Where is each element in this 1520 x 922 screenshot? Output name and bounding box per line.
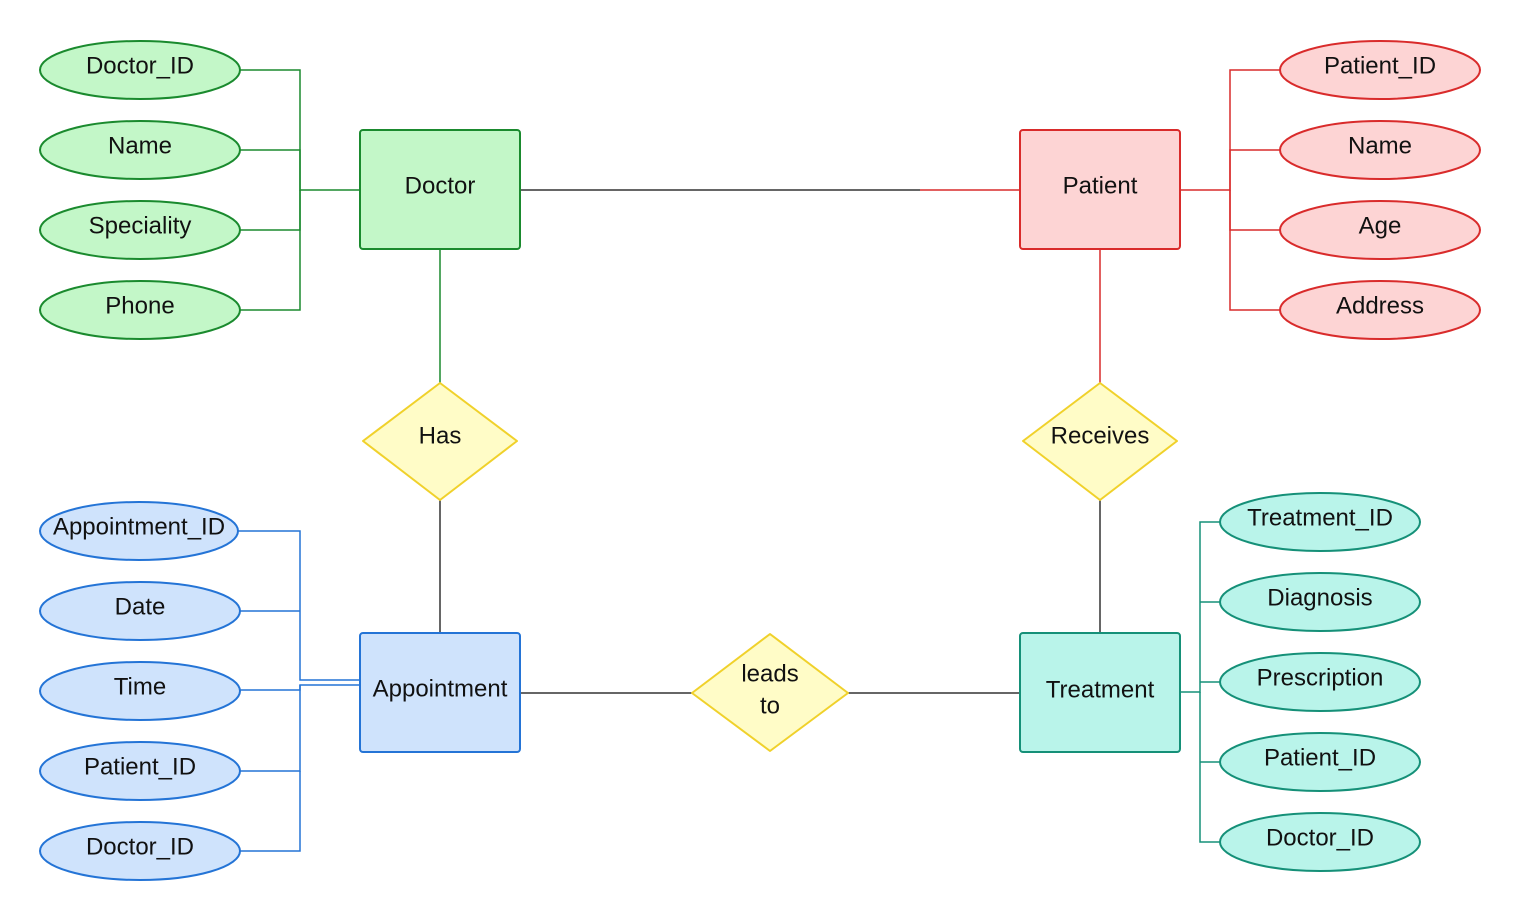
leads-to-relationship: leads to — [691, 633, 849, 752]
patient-attribute-label: Patient_ID — [1324, 52, 1436, 79]
patient-attribute-connector — [1180, 69, 1280, 191]
patient-attribute-ellipse — [1279, 200, 1481, 260]
treatment-attribute-ellipse — [1219, 492, 1421, 552]
appointment-attribute-ellipse — [39, 741, 241, 801]
patient-attribute-connector — [1229, 190, 1280, 311]
treatment-attribute-connector — [1199, 692, 1220, 843]
doctor-attribute-ellipse — [39, 40, 241, 100]
leads-to-relationship-label-line1: leads — [741, 660, 798, 687]
patient-attribute-label: Address — [1336, 292, 1424, 319]
appointment-attribute-ellipse — [39, 821, 241, 881]
treatment-attribute-label: Patient_ID — [1264, 744, 1376, 771]
appointment-attribute-ellipse — [39, 581, 241, 641]
appointment-attribute-connector — [240, 771, 301, 852]
doctor-attribute-label: Phone — [105, 292, 174, 319]
has-relationship-label: Has — [419, 422, 462, 449]
connectors — [238, 69, 1280, 852]
appointment-attribute-label: Patient_ID — [84, 753, 196, 780]
treatment-attribute-ellipse — [1219, 652, 1421, 712]
appointment-attribute-ellipse — [39, 501, 239, 561]
doctor-attribute-label: Name — [108, 132, 172, 159]
patient-entity-box — [1019, 129, 1181, 250]
doctor-attribute-connector — [240, 149, 301, 190]
doctor-entity: Doctor — [359, 129, 521, 250]
has-relationship: Has — [362, 382, 518, 501]
patient-entity-label: Patient — [1063, 172, 1138, 199]
treatment-entity: Treatment — [1019, 632, 1181, 753]
patient-entity: Patient — [1019, 129, 1181, 250]
patient-attribute-label: Name — [1348, 132, 1412, 159]
doctor-attribute-ellipse — [39, 120, 241, 180]
appointment-attribute-connector — [240, 685, 301, 772]
treatment-attribute-label: Diagnosis — [1267, 584, 1372, 611]
treatment-attribute-connector — [1180, 521, 1220, 693]
patient-attribute-label: Age — [1359, 212, 1402, 239]
has-relationship-diamond — [362, 382, 518, 501]
patient-attribute-ellipse — [1279, 280, 1481, 340]
doctor-attributes: Doctor_ID Name Speciality Phone — [39, 40, 241, 340]
appointment-entity: Appointment — [359, 632, 521, 753]
appointment-attribute-label: Appointment_ID — [53, 513, 225, 540]
appointment-attribute-label: Doctor_ID — [86, 833, 194, 860]
appointment-attribute-ellipse — [39, 661, 241, 721]
treatment-attribute-ellipse — [1219, 572, 1421, 632]
leads-to-relationship-label-line2: to — [760, 692, 780, 719]
treatment-entity-label: Treatment — [1046, 676, 1155, 703]
appointment-entity-label: Appointment — [373, 675, 508, 702]
appointment-attribute-label: Time — [114, 673, 166, 700]
doctor-attribute-ellipse — [39, 280, 241, 340]
receives-relationship-diamond — [1022, 382, 1178, 501]
treatment-entity-box — [1019, 632, 1181, 753]
patient-attribute-connector — [1229, 149, 1280, 190]
treatment-attributes: Treatment_ID Diagnosis Prescription Pati… — [1219, 492, 1421, 872]
treatment-attribute-label: Doctor_ID — [1266, 824, 1374, 851]
appointment-attribute-label: Date — [115, 593, 166, 620]
treatment-attribute-label: Treatment_ID — [1247, 504, 1393, 531]
doctor-attribute-label: Doctor_ID — [86, 52, 194, 79]
receives-relationship: Receives — [1022, 382, 1178, 501]
appointment-attributes: Appointment_ID Date Time Patient_ID Doct… — [39, 501, 241, 881]
patient-attributes: Patient_ID Name Age Address — [1279, 40, 1481, 340]
doctor-attribute-connector — [240, 69, 360, 191]
leads-to-relationship-diamond — [691, 633, 849, 752]
appointment-entity-box — [359, 632, 521, 753]
doctor-attribute-connector — [240, 190, 301, 231]
treatment-attribute-ellipse — [1219, 812, 1421, 872]
appointment-attribute-connector — [238, 530, 360, 681]
receives-relationship-label: Receives — [1051, 422, 1150, 449]
treatment-attribute-label: Prescription — [1257, 664, 1384, 691]
doctor-entity-label: Doctor — [405, 172, 476, 199]
doctor-entity-box — [359, 129, 521, 250]
patient-attribute-ellipse — [1279, 40, 1481, 100]
treatment-attribute-ellipse — [1219, 732, 1421, 792]
patient-attribute-connector — [1229, 190, 1280, 231]
doctor-attribute-ellipse — [39, 200, 241, 260]
doctor-attribute-label: Speciality — [89, 212, 192, 239]
patient-attribute-ellipse — [1279, 120, 1481, 180]
doctor-attribute-connector — [240, 190, 301, 311]
